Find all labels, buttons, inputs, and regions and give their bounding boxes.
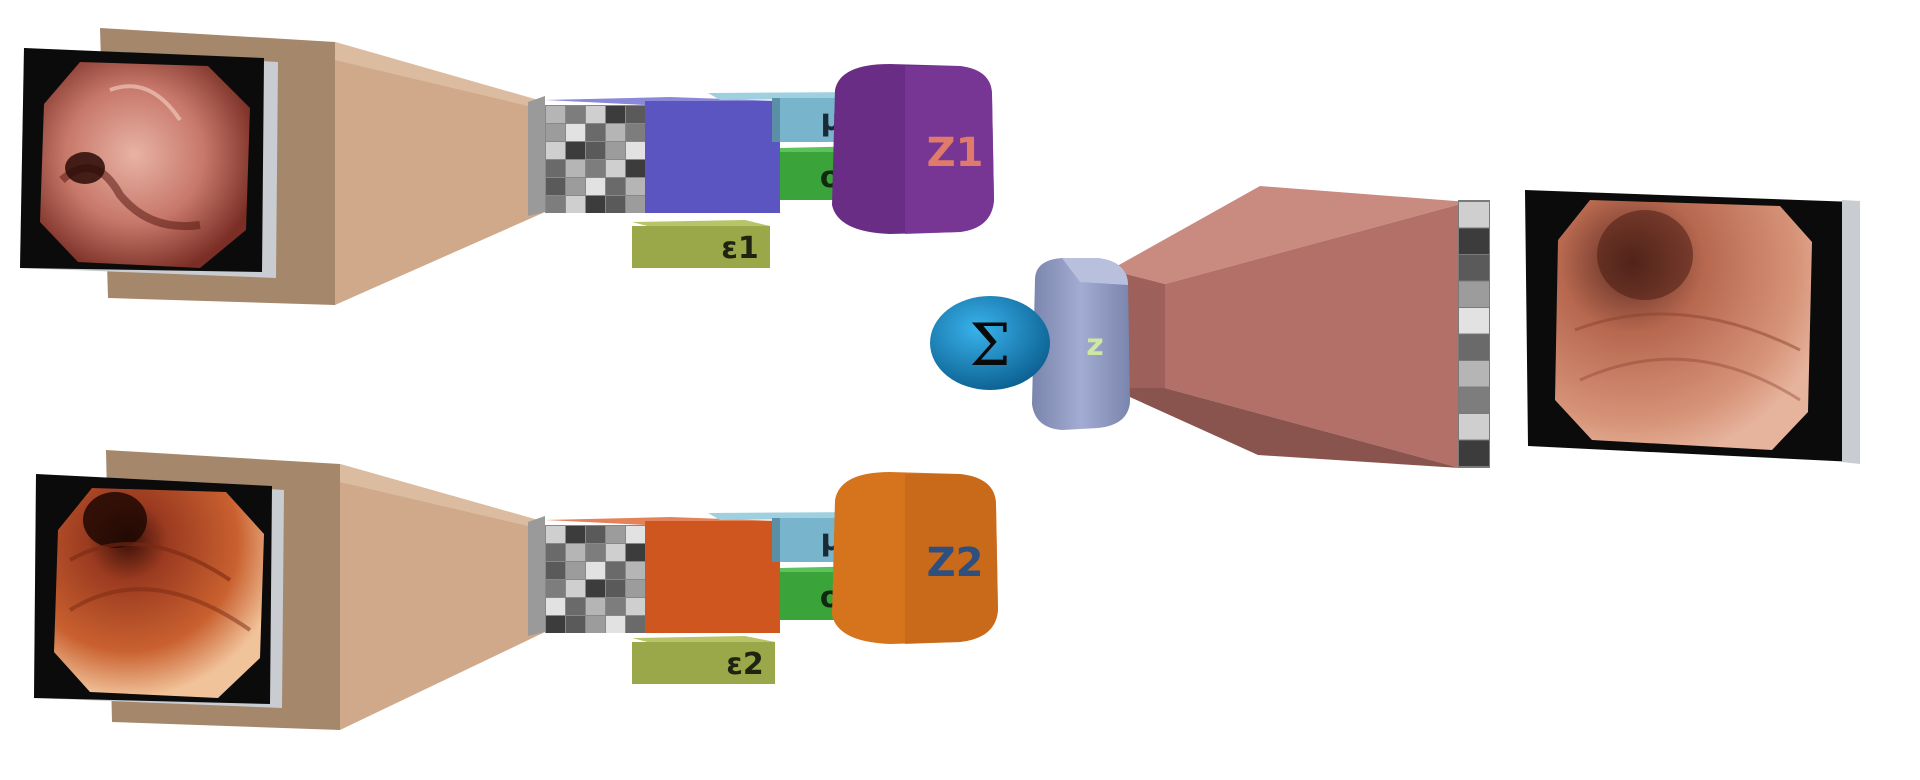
grid-cell: [606, 598, 625, 615]
grid-cell: [626, 562, 645, 579]
grid-cell: [586, 142, 605, 159]
encoder-1-input-image: [20, 48, 278, 278]
encoder-2-funnel: [340, 464, 545, 730]
grid-cell: [586, 196, 605, 213]
grid-cell: [606, 580, 625, 597]
grid-cell: [586, 580, 605, 597]
encoder-2-dense-block: [645, 521, 780, 633]
grid-cell: [626, 160, 645, 177]
grid-cell: [626, 142, 645, 159]
grid-cell: [606, 544, 625, 561]
grid-cell: [546, 580, 565, 597]
decoder-funnel: [1165, 202, 1468, 468]
encoder-2-latent-label: Z2: [927, 540, 984, 586]
grid-cell: [1459, 387, 1489, 413]
decoder-funnel-top: [1110, 186, 1468, 284]
grid-cell: [626, 526, 645, 543]
grid-cell: [546, 124, 565, 141]
sum-symbol: Σ: [969, 311, 1010, 379]
grid-cell: [566, 598, 585, 615]
encoder-1-epsilon-label: ε1: [721, 231, 759, 266]
grid-cell: [586, 616, 605, 633]
grid-cell: [546, 178, 565, 195]
encoder-1-latent: Z1: [832, 64, 994, 234]
combined-latent: z: [1032, 258, 1130, 430]
encoder-2-input-image: [34, 474, 284, 708]
grid-cell: [626, 598, 645, 615]
grid-cell: [586, 562, 605, 579]
grid-cell: [566, 616, 585, 633]
grid-cell: [606, 124, 625, 141]
encoder-1-funnel: [335, 42, 545, 305]
encoder-2-epsilon-label: ε2: [726, 647, 764, 682]
grid-cell: [606, 616, 625, 633]
grid-cell: [1459, 255, 1489, 281]
grid-cell: [606, 106, 625, 123]
grid-cell: [626, 580, 645, 597]
grid-cell: [606, 526, 625, 543]
grid-cell: [1459, 334, 1489, 360]
grid-cell: [546, 562, 565, 579]
grid-cell: [606, 562, 625, 579]
grid-cell: [1459, 440, 1489, 466]
grid-cell: [586, 178, 605, 195]
grid-cell: [566, 124, 585, 141]
grid-cell: [546, 544, 565, 561]
grid-cell: [566, 160, 585, 177]
grid-cell: [566, 526, 585, 543]
encoder-1-dense-block: [645, 101, 780, 213]
grid-cell: [606, 142, 625, 159]
grid-cell: [586, 160, 605, 177]
grid-cell: [546, 106, 565, 123]
decoder-output-grid: [1458, 200, 1490, 468]
grid-cell: [566, 562, 585, 579]
grid-cell: [626, 106, 645, 123]
grid-cell: [566, 580, 585, 597]
encoder-1-epsilon-box: ε1: [632, 220, 770, 268]
encoder-2-latent: Z2: [832, 472, 998, 644]
grid-cell: [606, 160, 625, 177]
grid-cell: [566, 544, 585, 561]
decoder-output-image: [1525, 190, 1860, 464]
grid-cell: [566, 178, 585, 195]
grid-cell: [586, 544, 605, 561]
grid-cell: [626, 544, 645, 561]
sum-node: Σ: [930, 296, 1050, 390]
grid-cell: [546, 142, 565, 159]
grid-cell: [1459, 308, 1489, 334]
grid-cell: [1459, 281, 1489, 307]
combined-latent-label: z: [1086, 328, 1103, 363]
grid-cell: [566, 106, 585, 123]
grid-cell: [606, 196, 625, 213]
grid-cell: [566, 196, 585, 213]
encoder-2-feature-grid: [528, 516, 645, 636]
encoder-1: μ1 σ1 ε1 Z1: [20, 28, 994, 305]
grid-cell: [626, 124, 645, 141]
decoder-funnel-bottom: [1110, 388, 1460, 468]
grid-cell: [546, 616, 565, 633]
grid-cell: [626, 196, 645, 213]
decoder: [1110, 186, 1860, 468]
grid-cell: [586, 598, 605, 615]
grid-cell: [546, 160, 565, 177]
grid-cell: [586, 106, 605, 123]
grid-cell: [626, 178, 645, 195]
grid-cell: [606, 178, 625, 195]
encoder-1-feature-grid: [528, 96, 645, 216]
grid-cell: [1459, 414, 1489, 440]
grid-cell: [546, 526, 565, 543]
grid-cell: [546, 598, 565, 615]
encoder-2: μ2 σ2 ε2 Z2: [34, 450, 998, 730]
grid-cell: [586, 124, 605, 141]
encoder-2-epsilon-box: ε2: [632, 636, 775, 684]
grid-cell: [586, 526, 605, 543]
grid-cell: [1459, 228, 1489, 254]
encoder-1-latent-label: Z1: [927, 130, 984, 176]
grid-cell: [1459, 361, 1489, 387]
grid-cell: [626, 616, 645, 633]
grid-cell: [546, 196, 565, 213]
grid-cell: [566, 142, 585, 159]
grid-cell: [1459, 202, 1489, 228]
